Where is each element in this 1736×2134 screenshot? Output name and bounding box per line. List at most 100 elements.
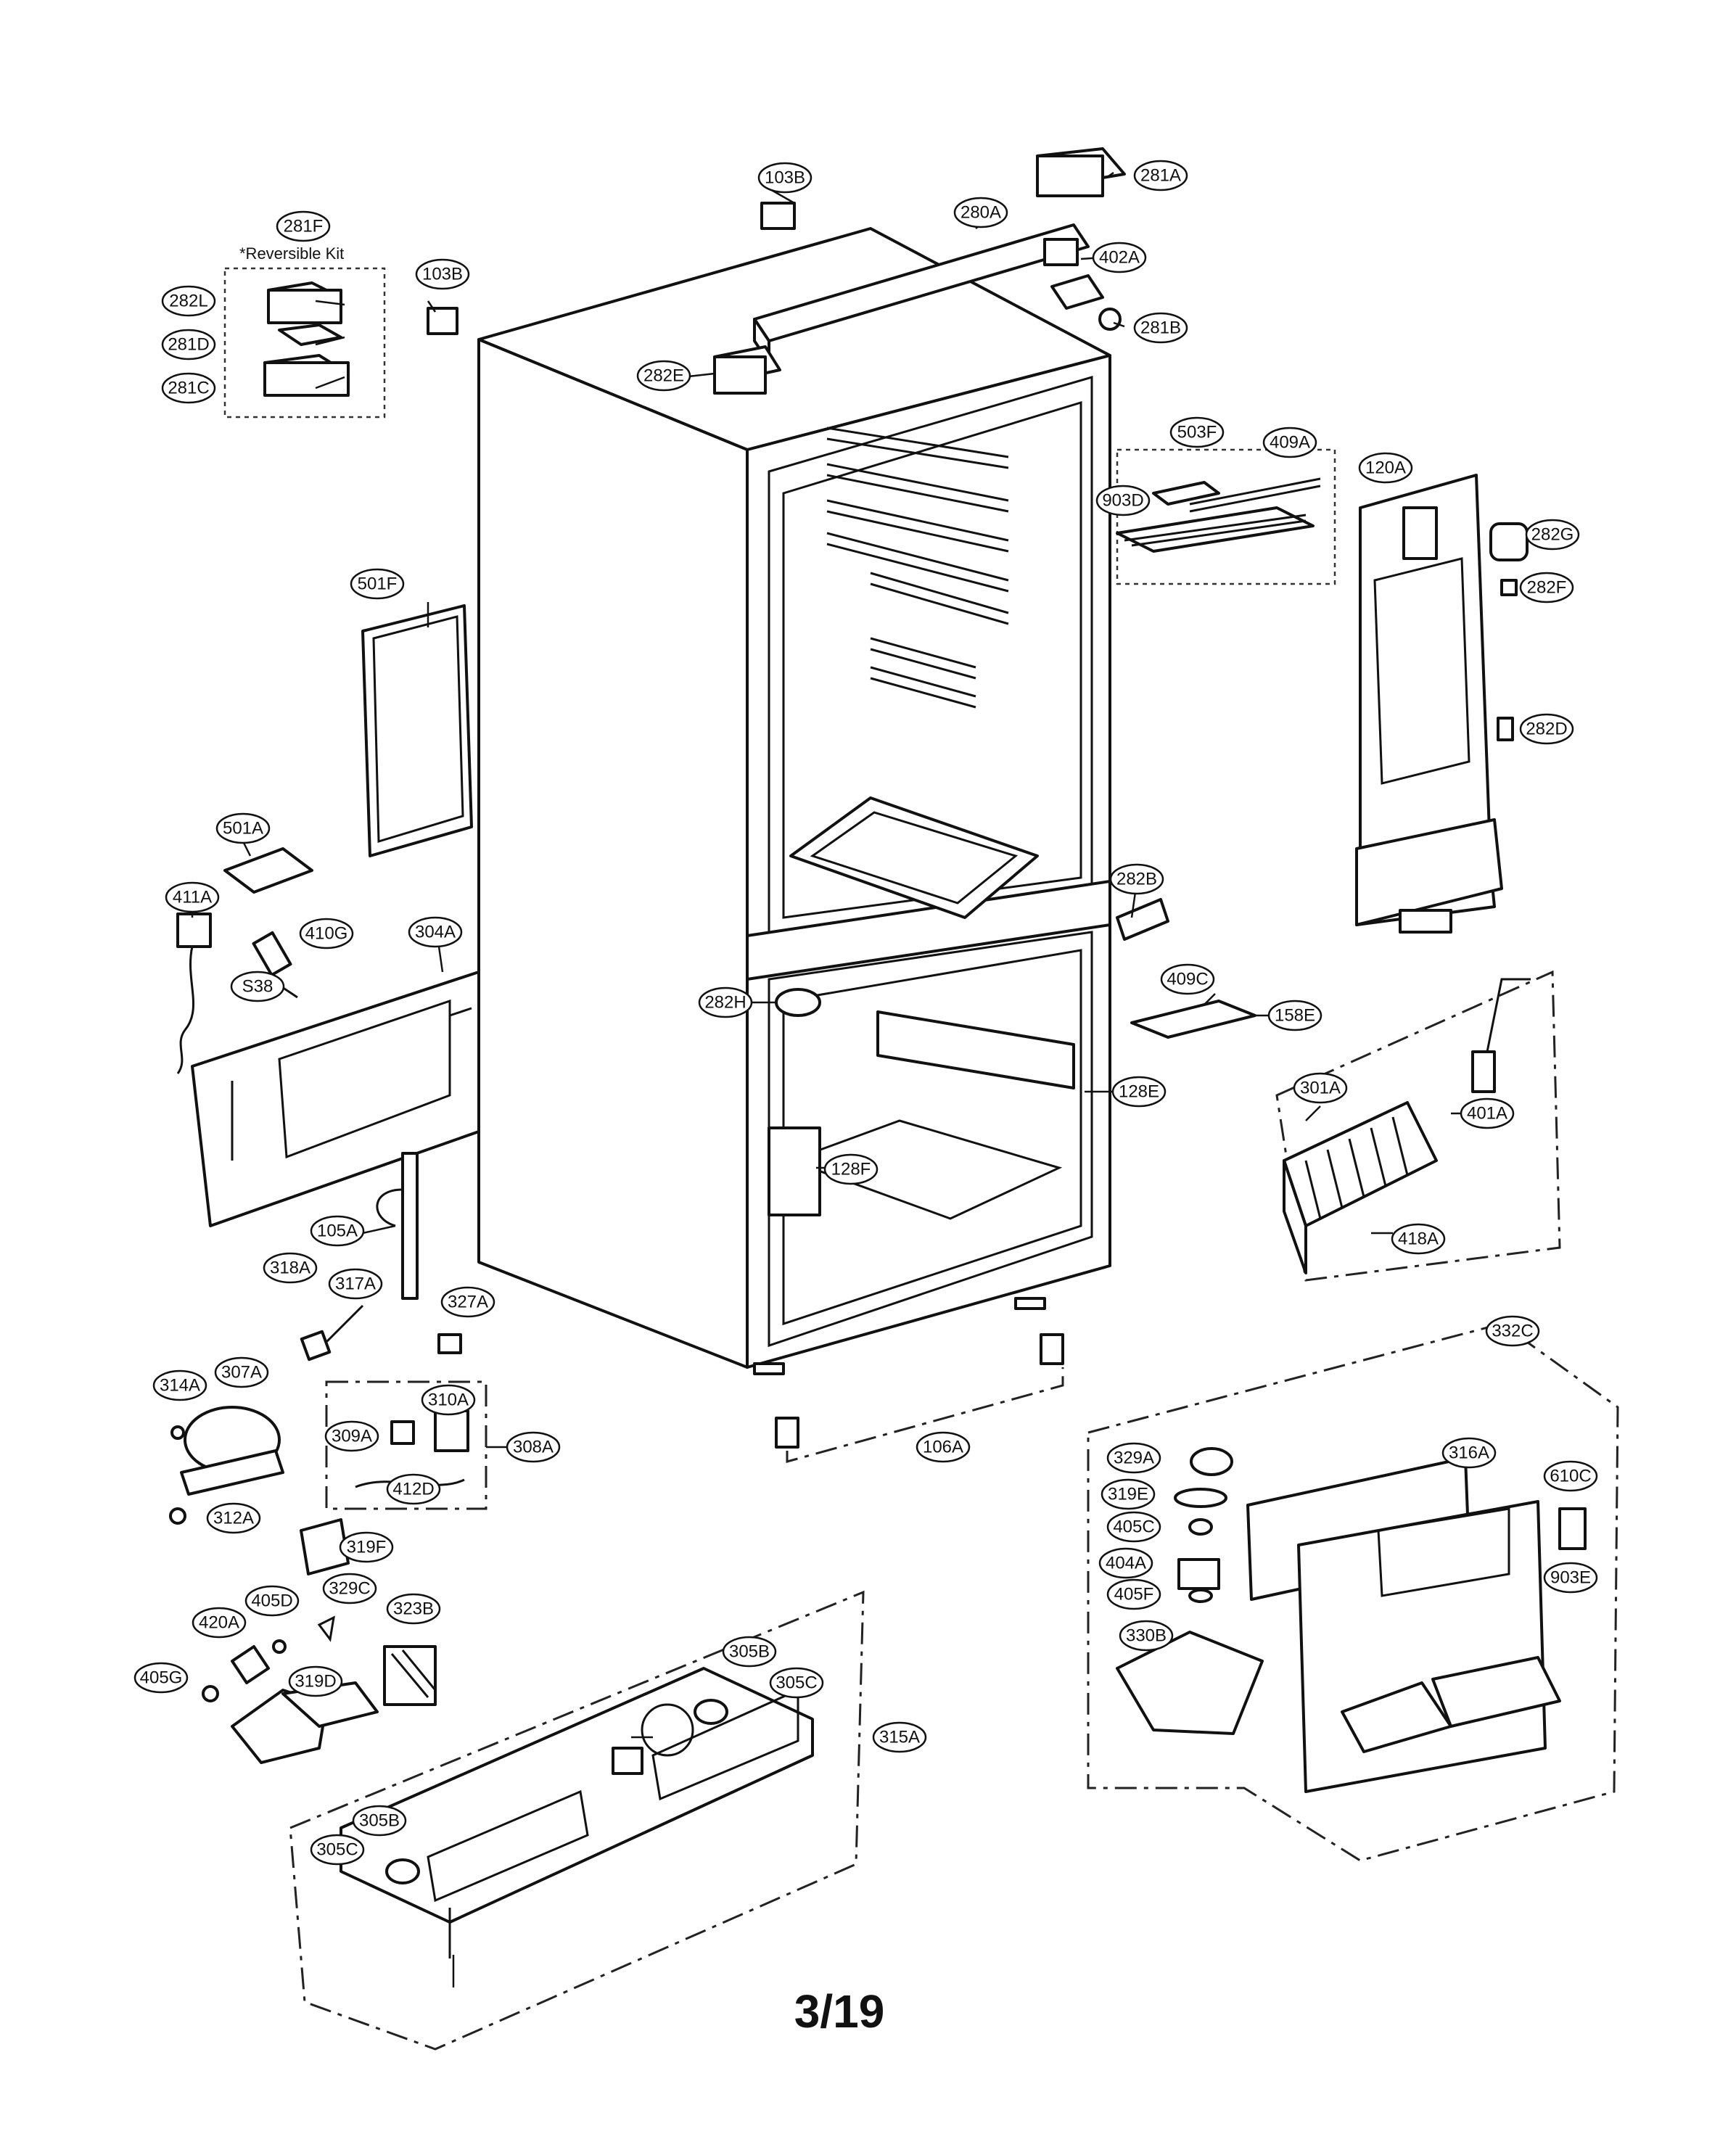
- svg-text:401A: 401A: [1467, 1104, 1507, 1124]
- callout-308A: 308A: [506, 1431, 561, 1463]
- callout-409C: 409C: [1160, 963, 1215, 995]
- power-cord: [176, 912, 212, 1074]
- svg-text:128E: 128E: [1119, 1082, 1159, 1102]
- svg-text:404A: 404A: [1106, 1554, 1146, 1573]
- reversible-kit-note: *Reversible Kit: [239, 244, 344, 263]
- svg-text:305B: 305B: [359, 1811, 400, 1831]
- svg-text:105A: 105A: [317, 1222, 358, 1241]
- drain-tube: [376, 1152, 419, 1300]
- callout-282E: 282E: [636, 360, 691, 392]
- svg-text:120A: 120A: [1365, 458, 1406, 478]
- callout-305C-bottom: 305C: [310, 1834, 365, 1866]
- callout-318A: 318A: [263, 1252, 318, 1284]
- callout-903E: 903E: [1543, 1562, 1598, 1594]
- callout-105A: 105A: [310, 1215, 365, 1247]
- callout-282G: 282G: [1525, 519, 1580, 551]
- svg-text:418A: 418A: [1398, 1229, 1439, 1249]
- svg-text:280A: 280A: [960, 203, 1001, 223]
- condenser-fan-motor: [202, 1615, 335, 1702]
- svg-text:315A: 315A: [879, 1728, 920, 1747]
- callout-281F: 281F: [276, 210, 331, 242]
- svg-text:308A: 308A: [513, 1438, 554, 1457]
- svg-text:281D: 281D: [168, 335, 209, 355]
- callouts: 281F *Reversible Kit 282L 281D 281C 103B…: [133, 160, 1598, 1866]
- callout-402A: 402A: [1092, 242, 1147, 273]
- callout-282H: 282H: [698, 986, 753, 1018]
- callout-405G: 405G: [133, 1662, 189, 1694]
- back-panel-501F: [361, 604, 473, 857]
- callout-310A: 310A: [421, 1384, 476, 1416]
- callout-330B: 330B: [1119, 1620, 1174, 1652]
- callout-282L: 282L: [161, 285, 216, 317]
- svg-text:281B: 281B: [1140, 318, 1181, 338]
- callout-501A: 501A: [215, 812, 271, 844]
- callout-106A: 106A: [916, 1431, 971, 1463]
- svg-text:304A: 304A: [415, 923, 456, 942]
- callout-405C: 405C: [1106, 1511, 1161, 1543]
- svg-text:409A: 409A: [1270, 433, 1310, 453]
- compressor: [169, 1406, 284, 1525]
- callout-305C-top: 305C: [769, 1667, 824, 1699]
- callout-327A: 327A: [440, 1286, 495, 1318]
- callout-120A: 120A: [1358, 452, 1413, 484]
- svg-text:282L: 282L: [169, 292, 207, 311]
- svg-text:305C: 305C: [776, 1673, 817, 1693]
- svg-text:323B: 323B: [393, 1599, 434, 1619]
- callout-316A: 316A: [1441, 1437, 1497, 1469]
- leveling-feet: [775, 1333, 1064, 1463]
- svg-text:412D: 412D: [392, 1480, 434, 1499]
- callout-128F: 128F: [823, 1153, 879, 1185]
- part-327A: [437, 1333, 462, 1354]
- base-assembly-box: [289, 1590, 865, 2051]
- svg-text:312A: 312A: [213, 1509, 254, 1528]
- svg-text:128F: 128F: [831, 1160, 871, 1179]
- callout-282F: 282F: [1519, 572, 1574, 603]
- svg-text:282G: 282G: [1531, 525, 1574, 545]
- pcb-501A: [223, 847, 313, 894]
- svg-text:610C: 610C: [1550, 1467, 1591, 1486]
- callout-418A: 418A: [1391, 1223, 1446, 1255]
- callout-501F: 501F: [350, 568, 405, 600]
- lamp-assembly: [1116, 477, 1321, 553]
- svg-text:410G: 410G: [305, 924, 348, 944]
- callout-S38: S38: [230, 971, 285, 1002]
- gasket-282G: [1489, 522, 1529, 561]
- callout-401A: 401A: [1460, 1097, 1515, 1129]
- svg-text:281F: 281F: [284, 217, 324, 236]
- callout-319E: 319E: [1101, 1478, 1156, 1510]
- callout-309A: 309A: [324, 1420, 379, 1452]
- svg-text:158E: 158E: [1275, 1006, 1315, 1026]
- top-hinge-assembly: [427, 147, 1126, 395]
- relay-assembly-box: [325, 1380, 488, 1510]
- svg-text:103B: 103B: [422, 265, 463, 284]
- callout-323B: 323B: [386, 1593, 441, 1625]
- svg-text:409C: 409C: [1167, 970, 1208, 989]
- callout-319F: 319F: [339, 1531, 394, 1563]
- reversible-kit-parts: [263, 281, 350, 397]
- svg-text:903E: 903E: [1550, 1568, 1591, 1588]
- callout-404A: 404A: [1098, 1547, 1153, 1579]
- svg-text:316A: 316A: [1449, 1443, 1489, 1463]
- refrigerator-cabinet: [477, 227, 1111, 1375]
- svg-text:411A: 411A: [173, 888, 212, 907]
- svg-text:903D: 903D: [1102, 491, 1143, 511]
- svg-text:319D: 319D: [295, 1672, 336, 1692]
- svg-text:501F: 501F: [358, 574, 398, 594]
- callout-282D: 282D: [1519, 713, 1574, 745]
- svg-text:405D: 405D: [251, 1591, 292, 1611]
- svg-text:330B: 330B: [1126, 1626, 1167, 1646]
- callout-329A: 329A: [1106, 1442, 1161, 1474]
- svg-text:301A: 301A: [1300, 1079, 1341, 1098]
- callout-410G: 410G: [299, 918, 354, 949]
- svg-text:503F: 503F: [1177, 423, 1217, 442]
- grille-319F: [300, 1518, 350, 1575]
- svg-text:282D: 282D: [1526, 720, 1567, 739]
- cap-282H: [775, 988, 821, 1017]
- svg-text:282H: 282H: [704, 993, 746, 1013]
- svg-text:310A: 310A: [428, 1391, 469, 1410]
- valve-318A-317A: [300, 1304, 364, 1361]
- callout-103B-left: 103B: [415, 258, 470, 290]
- svg-text:405F: 405F: [1114, 1585, 1154, 1604]
- svg-text:282E: 282E: [643, 366, 684, 386]
